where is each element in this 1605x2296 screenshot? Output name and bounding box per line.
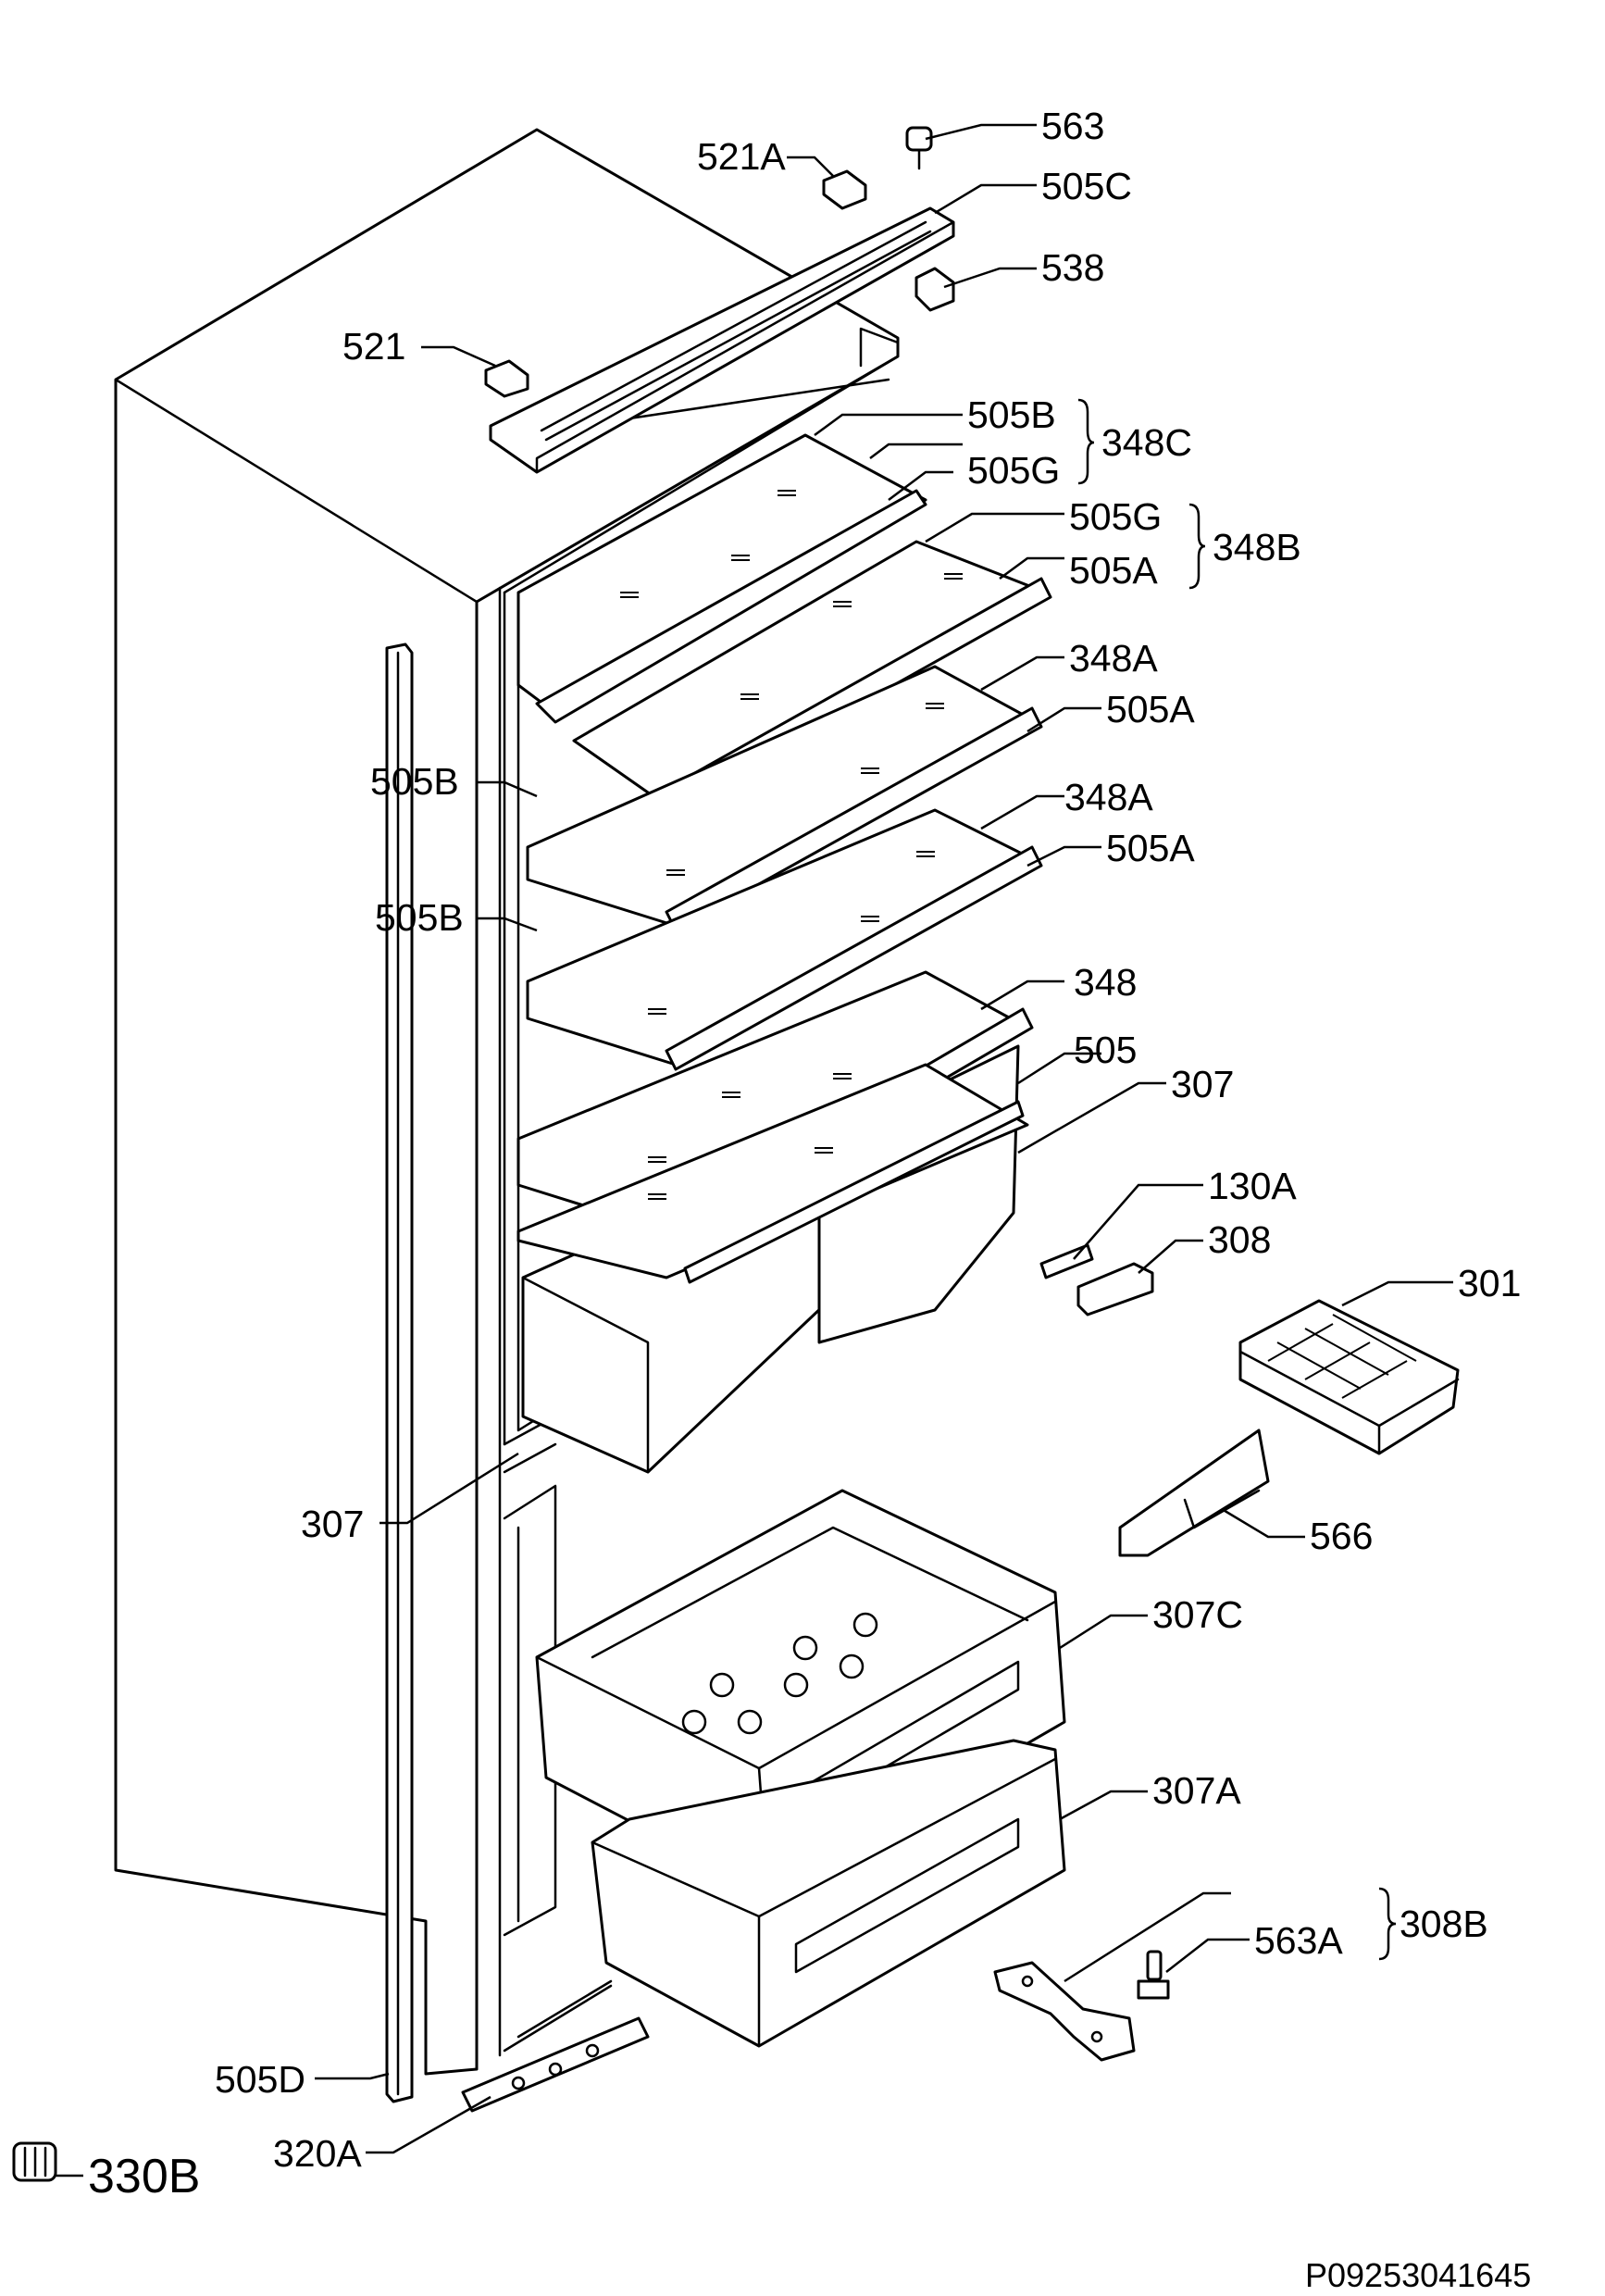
glass-shelf-348a-lower <box>526 808 1043 1071</box>
label-330b: 330B <box>88 2150 200 2203</box>
label-521a: 521A <box>697 135 786 178</box>
label-505a-3: 505A <box>1106 827 1195 869</box>
leader-lines <box>56 123 1453 2177</box>
label-301: 301 <box>1458 1262 1521 1304</box>
top-rail <box>489 206 955 474</box>
drawing-reference-number: P09253041645 <box>1305 2256 1531 2294</box>
label-505c: 505C <box>1041 165 1132 207</box>
label-505b-left-1: 505B <box>370 760 459 803</box>
glass-shelf-348c <box>516 433 927 724</box>
label-348a-2: 348A <box>1064 776 1153 818</box>
label-307a: 307A <box>1152 1769 1241 1812</box>
label-566: 566 <box>1310 1515 1373 1557</box>
label-505: 505 <box>1074 1029 1137 1071</box>
label-307-left: 307 <box>301 1503 364 1545</box>
label-348b: 348B <box>1213 526 1301 568</box>
screw-563a <box>1137 1950 1170 2000</box>
grille-320a <box>461 2016 650 2113</box>
part-labels: 563 521A 505C 538 521 505B 348C 505G 505… <box>88 105 1521 2203</box>
label-563a: 563A <box>1254 1919 1343 1962</box>
label-130a: 130A <box>1208 1165 1297 1207</box>
screw-563 <box>905 126 933 170</box>
label-538: 538 <box>1041 246 1104 289</box>
label-505a-1: 505A <box>1069 549 1158 592</box>
label-563: 563 <box>1041 105 1104 147</box>
latch-521a <box>822 169 867 210</box>
label-307c: 307C <box>1152 1593 1243 1636</box>
label-308: 308 <box>1208 1218 1271 1261</box>
label-307-top: 307 <box>1171 1063 1234 1105</box>
cap-330b <box>12 2141 57 2182</box>
label-505g-mid: 505G <box>1069 495 1162 538</box>
label-348a-1: 348A <box>1069 637 1158 680</box>
cabinet-body <box>114 128 900 2076</box>
part-130a <box>1039 1243 1094 1279</box>
label-505b-top: 505B <box>967 393 1056 436</box>
label-348c: 348C <box>1101 421 1192 464</box>
label-320a: 320A <box>273 2132 362 2175</box>
label-308b: 308B <box>1400 1903 1488 1945</box>
part-308 <box>1076 1262 1154 1316</box>
ice-scoop-566 <box>1118 1429 1270 1557</box>
braces <box>1077 398 1397 1961</box>
latch-521 <box>484 359 529 398</box>
label-505g-top: 505G <box>967 449 1060 492</box>
label-505d: 505D <box>215 2058 305 2101</box>
label-505b-left-2: 505B <box>375 896 464 939</box>
label-348: 348 <box>1074 961 1137 1004</box>
label-521: 521 <box>342 325 405 368</box>
ice-tray-301 <box>1238 1299 1460 1455</box>
crisper-cover <box>516 1063 1029 1284</box>
bracket-538 <box>914 267 955 312</box>
freezer-drawer-307a <box>591 1739 1066 2048</box>
door-seal-strip <box>385 643 414 2103</box>
hinge-308b <box>993 1961 1136 2062</box>
label-505a-2: 505A <box>1106 688 1195 730</box>
